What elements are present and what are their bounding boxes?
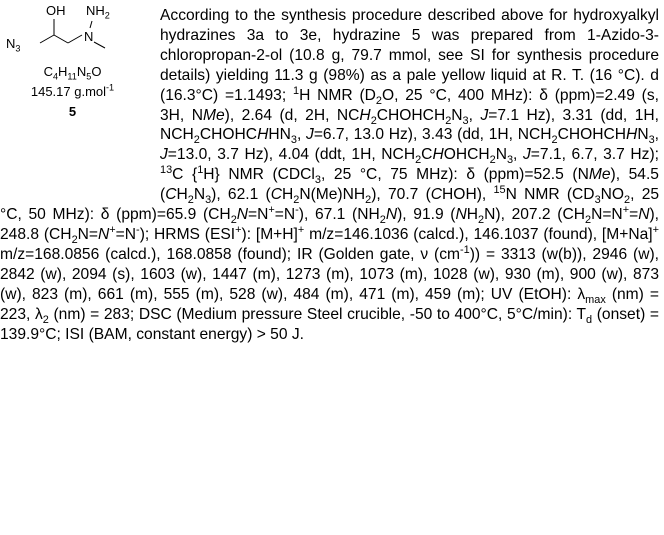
chemical-structure: OH NH2 N3 N C4H11N5O 145.17 g.mol-1 5 xyxy=(0,0,150,200)
azide-label: N3 xyxy=(6,36,21,54)
molar-mass: 145.17 g.mol-1 xyxy=(30,82,115,99)
molecular-formula: C4H11N5O xyxy=(43,64,102,82)
hydroxyl-label: OH xyxy=(46,3,66,18)
nitrogen-label: N xyxy=(84,29,94,44)
structure-bonds xyxy=(39,19,106,49)
compound-number: 5 xyxy=(68,104,77,119)
structure-float-spacer xyxy=(0,6,160,197)
experimental-paragraph: According to the synthesis procedure des… xyxy=(0,6,660,343)
amino-label: NH2 xyxy=(86,3,110,21)
